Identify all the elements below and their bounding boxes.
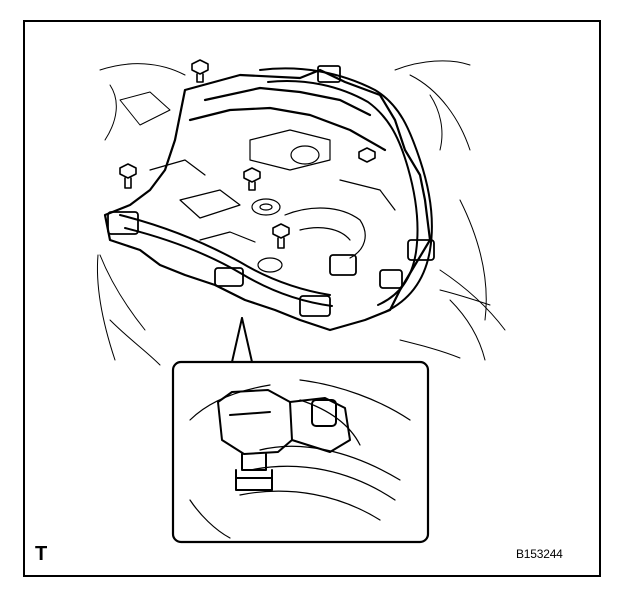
figure-frame: [23, 20, 601, 577]
corner-letter: T: [35, 543, 48, 565]
connector-icon: [217, 389, 351, 491]
figure-id: B153244: [516, 547, 563, 561]
body-panels: [96, 60, 506, 366]
callout-leader: [231, 317, 253, 363]
inset-detail: [171, 360, 430, 544]
engine-cover: [103, 68, 432, 332]
harness-connectors: [107, 65, 435, 317]
bolt-icon: [119, 59, 376, 249]
wire-harness: [119, 67, 433, 313]
engine-details: [149, 129, 396, 273]
